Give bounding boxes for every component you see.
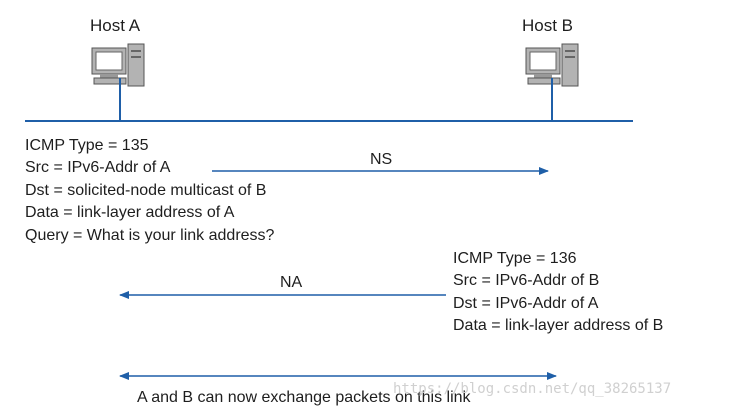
ns-field-query: Query = What is your link address? — [25, 226, 275, 244]
ns-field-type: ICMP Type = 135 — [25, 137, 149, 154]
na-field-type: ICMP Type = 136 — [453, 250, 577, 267]
host-b-computer-icon — [525, 43, 579, 87]
host-b-label: Host B — [522, 16, 574, 35]
host-a-computer-icon — [91, 43, 145, 87]
ns-field-src: Src = IPv6-Addr of A — [25, 159, 171, 177]
ns-message-fields: ICMP Type = 135 Src = IPv6-Addr of A Dst… — [25, 135, 274, 247]
watermark: https://blog.csdn.net/qq_38265137 — [393, 381, 672, 397]
exchange-caption: A and B can now exchange packets on this… — [137, 389, 471, 406]
ns-field-dst: Dst = solicited-node multicast of B — [25, 181, 267, 199]
na-field-src: Src = IPv6-Addr of B — [453, 272, 600, 290]
na-message-fields: ICMP Type = 136 Src = IPv6-Addr of B Dst… — [453, 248, 663, 338]
na-field-data: Data = link-layer address of B — [453, 317, 664, 335]
na-field-dst: Dst = IPv6-Addr of A — [453, 294, 599, 312]
na-arrow-label: NA — [280, 274, 303, 291]
ns-field-data: Data = link-layer address of A — [25, 204, 235, 222]
host-a-label: Host A — [90, 16, 141, 35]
ns-arrow-label: NS — [370, 151, 393, 168]
